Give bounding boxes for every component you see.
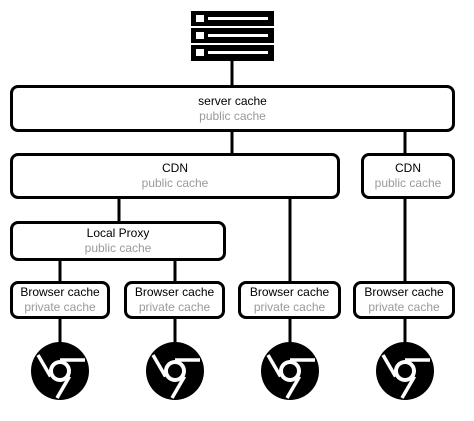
cdn-side-title: CDN: [395, 161, 421, 175]
server-cache-subtitle: public cache: [199, 108, 266, 123]
browser-cache-box: Browser cache private cache: [10, 281, 110, 319]
local-proxy-title: Local Proxy: [86, 226, 150, 240]
browser-cache-subtitle: private cache: [24, 300, 96, 314]
browser-cache-box: Browser cache private cache: [124, 281, 225, 319]
chrome-icon: [31, 342, 89, 400]
browser-cache-title: Browser cache: [249, 285, 330, 299]
browser-cache-box: Browser cache private cache: [238, 281, 341, 319]
browser-cache-subtitle: private cache: [138, 300, 211, 314]
browser-cache-title: Browser cache: [364, 285, 444, 299]
browser-cache-title: Browser cache: [20, 285, 100, 299]
server-cache-title: server cache: [198, 93, 267, 108]
local-proxy-box: Local Proxy public cache: [10, 221, 226, 261]
chrome-icon: [261, 342, 319, 400]
browser-cache-box: Browser cache private cache: [353, 281, 455, 319]
chrome-icon: [146, 342, 204, 400]
cdn-side-box: CDN public cache: [361, 153, 455, 199]
browser-cache-title: Browser cache: [134, 285, 215, 299]
cdn-main-box: CDN public cache: [10, 153, 340, 199]
server-icon: [191, 11, 274, 61]
chrome-icon: [376, 342, 434, 400]
browser-cache-subtitle: private cache: [368, 300, 440, 314]
server-cache-box: server cache public cache: [10, 85, 455, 132]
cdn-side-subtitle: public cache: [374, 176, 442, 190]
browser-cache-subtitle: private cache: [253, 300, 326, 314]
cdn-main-subtitle: public cache: [141, 176, 209, 190]
cdn-main-title: CDN: [162, 161, 188, 175]
local-proxy-subtitle: public cache: [84, 241, 152, 255]
